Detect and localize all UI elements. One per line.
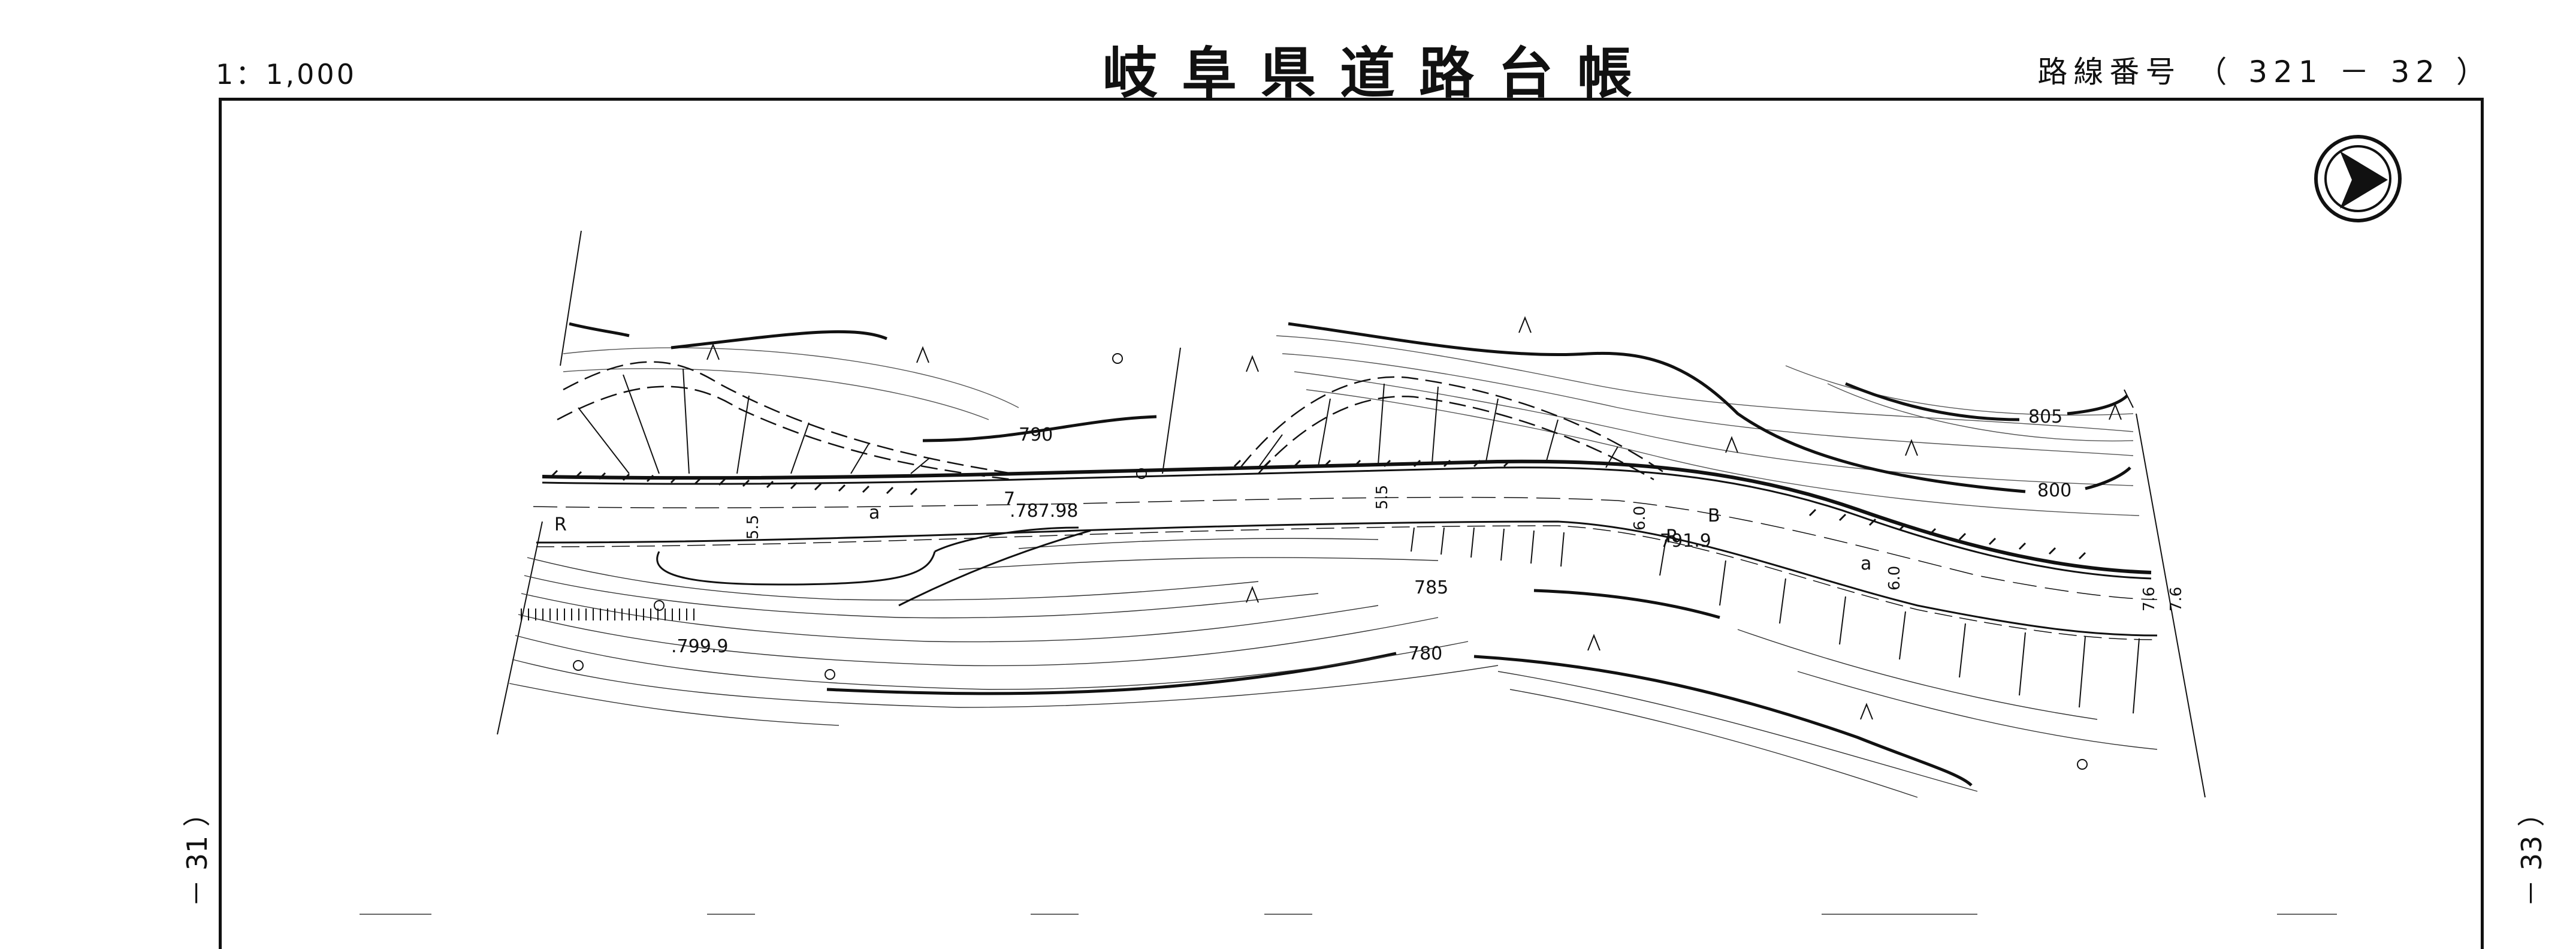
survey-boundary — [497, 230, 2206, 798]
route-dash: － — [2339, 55, 2375, 89]
contour-label-790: 790 — [1019, 424, 1053, 445]
road-letter-label: R — [554, 514, 567, 535]
road-letter-label: B — [1708, 505, 1720, 526]
route-label: 路線番号 — [2037, 55, 2182, 89]
road-letter-label: R — [1666, 526, 1678, 547]
road-letter-label: 7 — [1004, 489, 1015, 510]
slope-hatching — [578, 368, 2140, 714]
map-scale: 1：1,000 — [216, 58, 357, 91]
road — [533, 459, 2158, 640]
road-width-label: 5.5 — [744, 515, 762, 540]
route-number-a: 321 — [2248, 55, 2324, 89]
road-width-label: 5.5 — [1373, 485, 1391, 510]
contour-lines-faint — [563, 335, 2140, 516]
elevation-label-787-98: .787.98 — [1010, 501, 1079, 522]
contour-label-800: 800 — [2037, 480, 2071, 501]
lower-contours — [509, 538, 2158, 798]
road-letter-label: a — [1861, 553, 1871, 574]
map-frame — [219, 98, 2484, 949]
north-arrow-icon — [2314, 135, 2402, 222]
route-open-paren: （ — [2197, 55, 2233, 89]
contour-label-805: 805 — [2028, 406, 2062, 427]
road-width-label: 6.0 — [1631, 506, 1649, 531]
ramp — [656, 526, 1091, 607]
road-width-label: 7.6 — [2140, 587, 2158, 611]
road-letter-label: a — [869, 502, 880, 523]
contour-label-780: 780 — [1408, 643, 1442, 664]
elevation-label-799-9: .799.9 — [671, 636, 728, 657]
contour-label-785: 785 — [1414, 577, 1448, 598]
route-number: 路線番号 （ 321 － 32 ） — [2037, 48, 2492, 91]
index-contours — [569, 322, 2131, 787]
road-width-label: 6.0 — [1886, 566, 1904, 591]
route-number-b: 32 — [2390, 55, 2441, 89]
retaining-wall-hatching — [521, 347, 1181, 620]
page-title: 岐阜県道路台帳 — [1103, 41, 1657, 106]
road-width-label: 7.6 — [2167, 587, 2185, 611]
route-close-paren: ） — [2456, 55, 2492, 89]
elevation-label-791-9: 791.9 — [1660, 531, 1711, 552]
map-symbols — [573, 316, 2122, 770]
